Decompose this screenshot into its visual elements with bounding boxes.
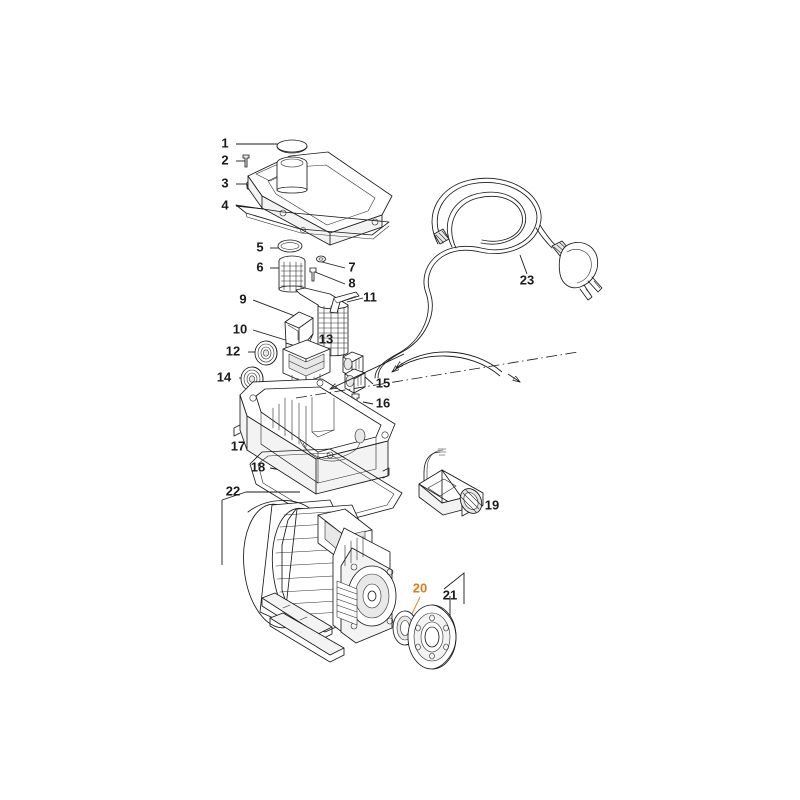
- part-19-capacitor: [418, 448, 484, 517]
- callout-label-22: 22: [226, 483, 240, 498]
- callout-label-12: 12: [226, 343, 240, 358]
- callout-label-10: 10: [233, 321, 247, 336]
- part-7-washer: [316, 255, 326, 263]
- part-23-power-cord-with-plug: [374, 177, 603, 379]
- callout-label-2: 2: [221, 152, 228, 167]
- callout-label-3: 3: [221, 175, 228, 190]
- callout-label-6: 6: [256, 259, 263, 274]
- callout-label-11: 11: [363, 289, 377, 304]
- callout-label-16: 16: [376, 395, 390, 410]
- callout-label-14: 14: [217, 369, 232, 384]
- part-18-gasket-seal: [249, 448, 403, 527]
- part-21-flange-bearing-cover: [407, 604, 457, 670]
- callout-label-15: 15: [376, 375, 390, 390]
- part-12-grommet-upper: [254, 340, 278, 366]
- callout-label-21: 21: [443, 587, 457, 602]
- callout-label-13: 13: [319, 331, 333, 346]
- assembly-centerline: [295, 351, 579, 399]
- part-22-electric-motor: [243, 499, 397, 663]
- part-10-switch-body: [282, 339, 331, 385]
- callout-label-18: 18: [251, 459, 265, 474]
- callout-label-23: 23: [520, 272, 534, 287]
- part-2-screw-small: [242, 154, 250, 168]
- part-8-screw-stud: [309, 267, 317, 282]
- part-1-filler-cap-ring: [276, 139, 308, 154]
- part-15-cable-gland-lower: [344, 368, 366, 394]
- callout-label-5: 5: [256, 239, 263, 254]
- callout-label-8: 8: [348, 275, 355, 290]
- part-4-tank-cover: [235, 151, 393, 246]
- callout-label-17: 17: [231, 438, 245, 453]
- callout-label-1: 1: [221, 135, 228, 150]
- part-5-o-ring: [277, 239, 303, 253]
- part-17-tank-base-housing: [233, 378, 396, 495]
- callout-label-4: 4: [221, 197, 229, 212]
- assembly-direction-arrows: [330, 351, 520, 389]
- callout-label-7: 7: [348, 259, 355, 274]
- callout-labels: 1 2 3 4 5 6 7 8 9 10 11 12 13 14 15 16 1…: [217, 135, 534, 602]
- part-11-clip-bracket: [329, 291, 360, 314]
- callout-label-20: 20: [413, 580, 427, 595]
- callout-label-19: 19: [485, 497, 499, 512]
- callout-label-9: 9: [239, 291, 246, 306]
